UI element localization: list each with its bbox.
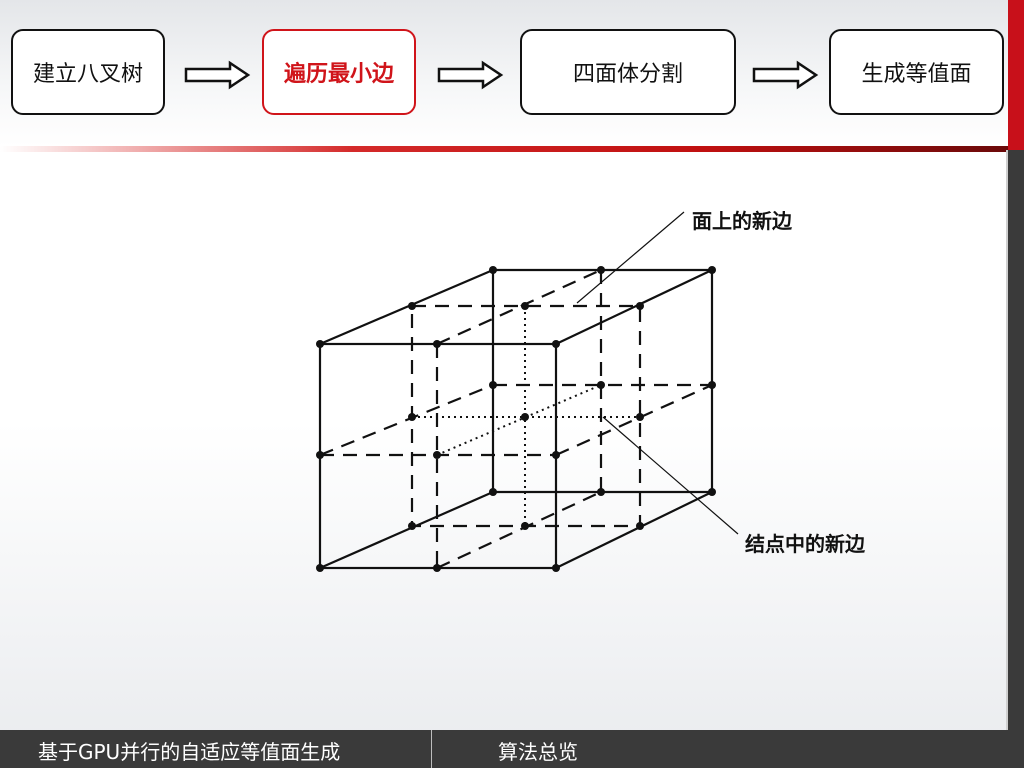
node bbox=[521, 413, 529, 421]
node bbox=[597, 381, 605, 389]
right-rail-highlight bbox=[1006, 150, 1008, 730]
callout-face-new-edge: 面上的新边 bbox=[692, 209, 792, 233]
node bbox=[552, 340, 560, 348]
step-generate-isosurface: 生成等值面 bbox=[829, 29, 1004, 115]
node bbox=[708, 488, 716, 496]
node bbox=[433, 564, 441, 572]
flow-arrow-icon bbox=[184, 60, 251, 90]
callout-leader-face bbox=[576, 211, 685, 304]
step-label: 遍历最小边 bbox=[283, 61, 394, 87]
node bbox=[636, 522, 644, 530]
cube-edge bbox=[319, 268, 494, 346]
node bbox=[597, 266, 605, 274]
node bbox=[433, 340, 441, 348]
face-midline bbox=[436, 268, 602, 346]
callout-leader-node bbox=[602, 416, 739, 535]
node bbox=[316, 564, 324, 572]
step-label: 生成等值面 bbox=[861, 62, 972, 87]
node bbox=[316, 340, 324, 348]
node bbox=[433, 451, 441, 459]
flow-arrow-icon bbox=[437, 60, 504, 90]
step-build-octree: 建立八叉树 bbox=[11, 29, 165, 115]
node bbox=[408, 302, 416, 310]
step-tetra-split: 四面体分割 bbox=[520, 29, 736, 115]
node bbox=[636, 302, 644, 310]
node bbox=[708, 381, 716, 389]
footer-section: 算法总览 bbox=[498, 740, 578, 764]
node bbox=[521, 302, 529, 310]
interior-edge bbox=[436, 384, 602, 456]
cube-edge bbox=[555, 491, 713, 569]
node bbox=[489, 266, 497, 274]
node bbox=[408, 413, 416, 421]
node bbox=[408, 522, 416, 530]
node bbox=[552, 564, 560, 572]
callout-node-new-edge: 结点中的新边 bbox=[745, 532, 865, 556]
flow-arrow-icon bbox=[752, 60, 819, 90]
node bbox=[636, 413, 644, 421]
cube-edge bbox=[555, 269, 713, 345]
node bbox=[597, 488, 605, 496]
footer-divider bbox=[431, 730, 432, 768]
right-rail bbox=[1008, 0, 1024, 768]
face-midline bbox=[555, 383, 713, 457]
cube-edge bbox=[319, 490, 494, 570]
footer-title: 基于GPU并行的自适应等值面生成 bbox=[38, 740, 341, 764]
step-traverse-min-edges: 遍历最小边 bbox=[262, 29, 416, 115]
node bbox=[489, 381, 497, 389]
node bbox=[521, 522, 529, 530]
step-label: 建立八叉树 bbox=[32, 62, 143, 87]
face-midline bbox=[319, 383, 494, 457]
step-label: 四面体分割 bbox=[572, 62, 683, 87]
node bbox=[316, 451, 324, 459]
node bbox=[489, 488, 497, 496]
node bbox=[708, 266, 716, 274]
node bbox=[552, 451, 560, 459]
face-midline bbox=[436, 491, 602, 569]
footer-bar: 基于GPU并行的自适应等值面生成 算法总览 bbox=[0, 730, 1008, 768]
header-underline bbox=[0, 146, 1008, 152]
